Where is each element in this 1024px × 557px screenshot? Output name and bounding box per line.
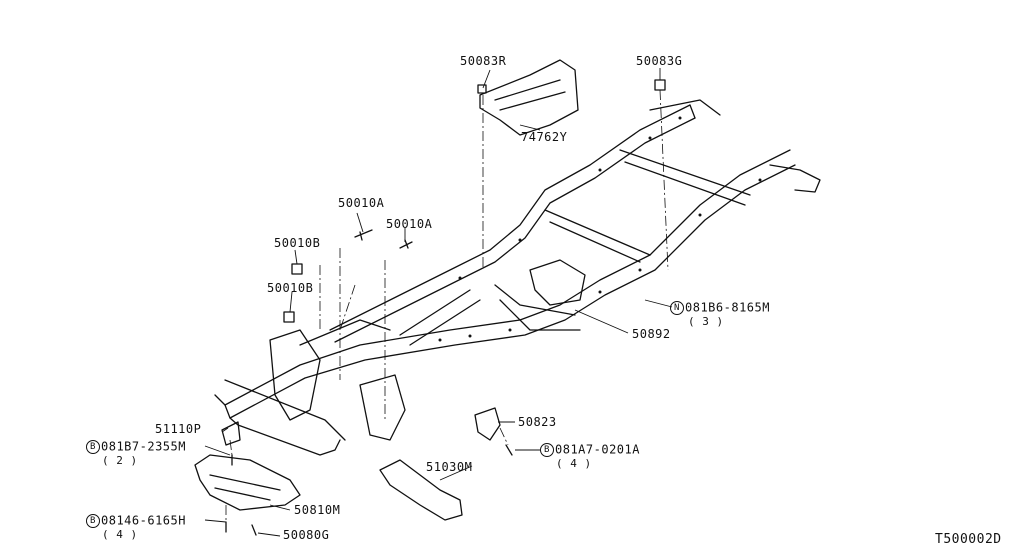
fastener-number: 081A7-0201A bbox=[555, 442, 640, 457]
diagram-id: T500002D bbox=[935, 532, 1002, 547]
skid-plate bbox=[194, 454, 301, 511]
circle-prefix-icon: B bbox=[86, 514, 100, 528]
circle-prefix-icon: N bbox=[670, 301, 684, 315]
label-50083R: 50083R bbox=[460, 54, 507, 68]
label-50010B-lower: 50010B bbox=[267, 281, 314, 295]
label-50810M: 50810M bbox=[294, 503, 341, 517]
label-50010B-upper: 50010B bbox=[274, 236, 321, 250]
fastener-qty: ( 4 ) bbox=[102, 528, 138, 541]
transmission-crossmember bbox=[379, 459, 463, 521]
label-51110P: 51110P bbox=[155, 422, 202, 436]
label-74762Y: 74762Y bbox=[521, 130, 568, 144]
fastener-number: 08146-6165H bbox=[101, 513, 186, 528]
label-50892: 50892 bbox=[632, 327, 671, 341]
label-50083G: 50083G bbox=[636, 54, 683, 68]
label-50080G: 50080G bbox=[283, 528, 330, 542]
label-50010A-left: 50010A bbox=[338, 196, 385, 210]
fastener-qty: ( 4 ) bbox=[556, 457, 592, 470]
fastener-qty: ( 3 ) bbox=[688, 315, 724, 328]
heat-shield bbox=[479, 59, 579, 136]
fastener-number: 081B6-8165M bbox=[685, 300, 770, 315]
label-50823: 50823 bbox=[518, 415, 557, 429]
right-side-rail bbox=[329, 104, 691, 331]
label-50010A-right: 50010A bbox=[386, 217, 433, 231]
fastener-number: 081B7-2355M bbox=[101, 439, 186, 454]
label-51030M: 51030M bbox=[426, 460, 473, 474]
bracket-50823 bbox=[474, 407, 501, 441]
fastener-qty: ( 2 ) bbox=[102, 454, 138, 467]
crossmember bbox=[399, 289, 481, 346]
circle-prefix-icon: B bbox=[86, 440, 100, 454]
left-side-rail bbox=[224, 149, 791, 406]
circle-prefix-icon: B bbox=[540, 443, 554, 457]
